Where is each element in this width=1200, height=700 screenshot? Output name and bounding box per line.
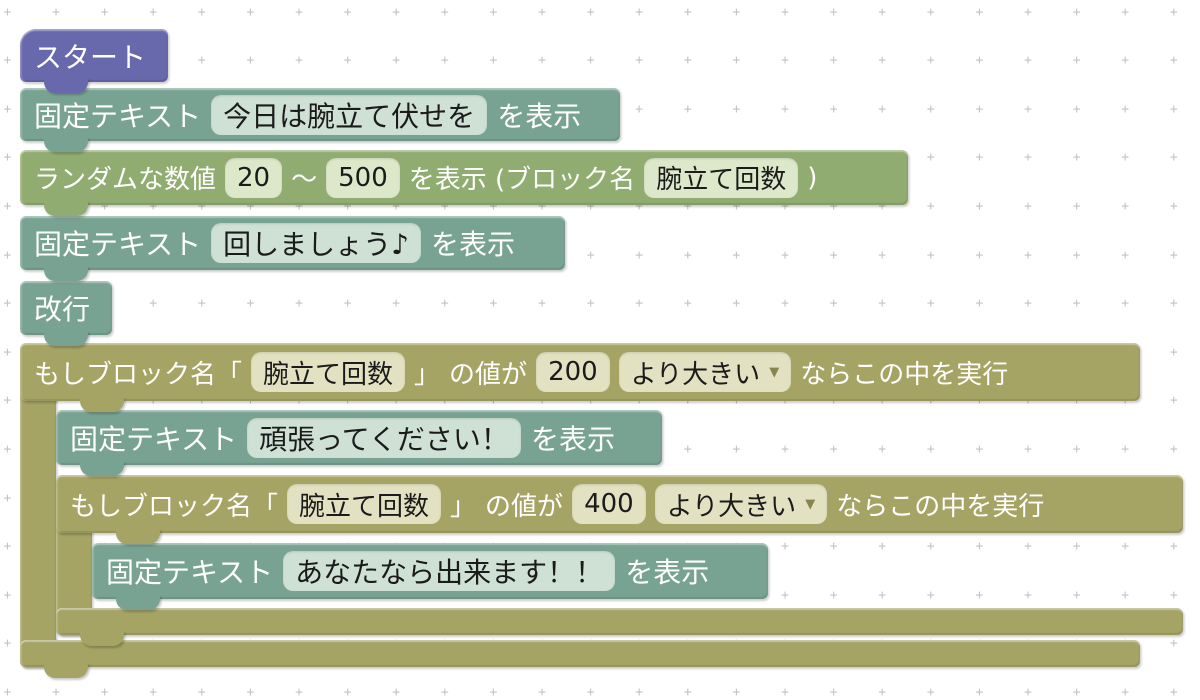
block-label: 固定テキスト <box>34 99 202 133</box>
block-label: ならこの中を実行 <box>800 359 1009 390</box>
block-label: 」 <box>414 359 441 390</box>
next-connector-tab <box>44 331 88 346</box>
next-connector-tab <box>80 631 124 646</box>
block-name-field[interactable]: 腕立て回数 <box>251 352 406 392</box>
compare-value-field[interactable]: 200 <box>536 352 610 392</box>
block-label: を表示 <box>497 99 582 133</box>
fixed-text-block-4[interactable]: 固定テキスト あなたなら出来ます！！ を表示 <box>92 543 768 599</box>
comparator-dropdown-label: より大きい <box>666 491 797 522</box>
next-connector-tab <box>116 595 160 610</box>
next-connector-tab <box>44 663 88 678</box>
block-label: の値が <box>449 359 528 390</box>
next-connector-tab <box>44 201 88 216</box>
fixed-text-block-1[interactable]: 固定テキスト 今日は腕立て伏せを を表示 <box>20 88 620 141</box>
random-number-block[interactable]: ランダムな数値 20 ～ 500 を表示 (ブロック名 腕立て回数 ) <box>20 150 908 205</box>
comparator-dropdown-label: より大きい <box>630 359 761 390</box>
text-field[interactable]: あなたなら出来ます！！ <box>283 551 616 591</box>
block-label: もしブロック名「 <box>70 491 279 522</box>
dropdown-arrow-icon: ▼ <box>769 364 780 380</box>
next-connector-tab <box>44 137 88 152</box>
if-outer-block-header[interactable]: もしブロック名「 腕立て回数 」 の値が 200 より大きい ▼ ならこの中を実… <box>20 343 1140 401</box>
block-label: 固定テキスト <box>106 556 274 589</box>
if-inner-bottom-bar[interactable] <box>56 608 1183 635</box>
min-number-field[interactable]: 20 <box>225 157 283 198</box>
next-connector-tab <box>80 461 124 476</box>
max-number-field[interactable]: 500 <box>326 157 400 198</box>
fixed-text-block-2[interactable]: 固定テキスト 回しましょう♪ を表示 <box>20 216 565 270</box>
text-field[interactable]: 回しましょう♪ <box>211 223 422 263</box>
block-label: 固定テキスト <box>34 228 202 261</box>
start-block-label: スタート <box>34 40 147 74</box>
text-field[interactable]: 頑張ってください！ <box>247 417 521 458</box>
block-label: 改行 <box>34 293 91 326</box>
fixed-text-block-3[interactable]: 固定テキスト 頑張ってください！ を表示 <box>56 410 662 465</box>
next-connector-tab <box>44 266 88 281</box>
block-label: の値が <box>485 491 564 522</box>
block-name-field[interactable]: 腕立て回数 <box>644 157 799 198</box>
statement-connector-tab <box>80 397 124 412</box>
text-field[interactable]: 今日は腕立て伏せを <box>211 94 488 135</box>
block-label: を表示 <box>530 422 615 456</box>
if-outer-bottom-bar[interactable] <box>20 640 1140 667</box>
block-label: を表示 (ブロック名 <box>408 165 636 195</box>
newline-block[interactable]: 改行 <box>20 281 112 335</box>
start-block[interactable]: スタート <box>20 29 168 82</box>
comparator-dropdown[interactable]: より大きい ▼ <box>654 484 828 524</box>
block-name-field[interactable]: 腕立て回数 <box>287 484 442 524</box>
block-label: もしブロック名「 <box>34 359 243 390</box>
range-separator-label: ～ <box>291 165 318 195</box>
next-connector-tab <box>44 78 88 93</box>
dropdown-arrow-icon: ▼ <box>805 496 816 512</box>
block-label: ) <box>807 162 818 193</box>
block-label: を表示 <box>431 228 516 261</box>
block-label: ランダムな数値 <box>34 165 217 195</box>
compare-value-field[interactable]: 400 <box>572 484 646 524</box>
block-label: ならこの中を実行 <box>836 491 1045 522</box>
comparator-dropdown[interactable]: より大きい ▼ <box>618 352 792 392</box>
block-label: を表示 <box>625 556 710 589</box>
block-label: 」 <box>450 491 477 522</box>
block-label: 固定テキスト <box>70 422 238 456</box>
if-inner-block-header[interactable]: もしブロック名「 腕立て回数 」 の値が 400 より大きい ▼ ならこの中を実… <box>56 475 1183 533</box>
statement-connector-tab <box>116 529 160 544</box>
